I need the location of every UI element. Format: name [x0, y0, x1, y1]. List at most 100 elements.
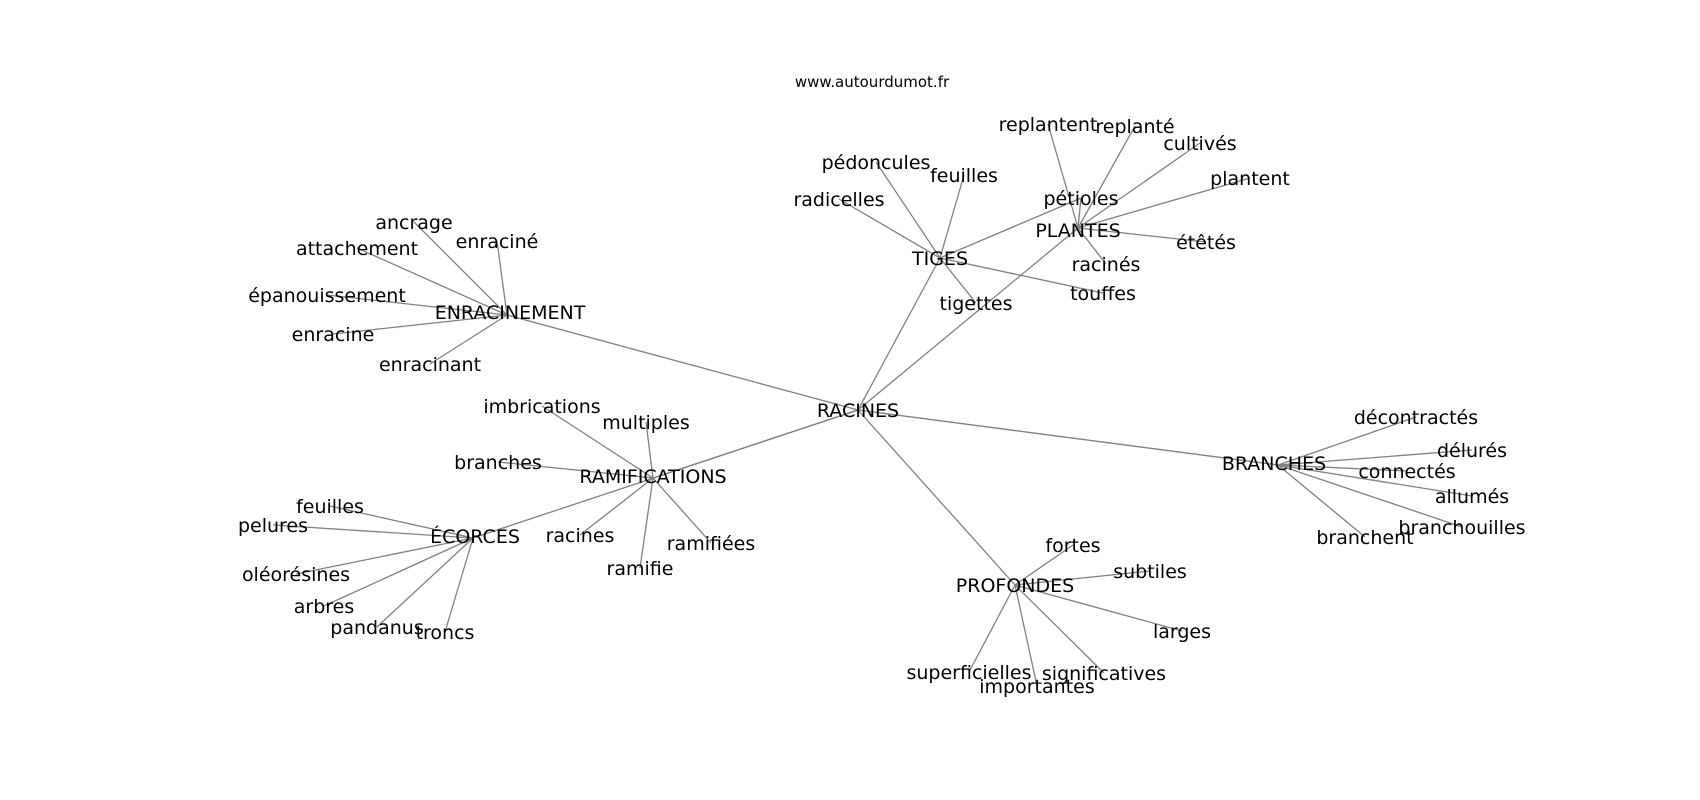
node-label-fortes: fortes	[1045, 535, 1100, 557]
edge-enracinement-enracine	[332, 314, 508, 335]
graph-edges	[272, 123, 1473, 687]
edge-branches_c-branchent	[1277, 464, 1366, 538]
node-label-tiges: TIGES	[911, 248, 968, 270]
edge-tiges-tigettes	[939, 257, 977, 304]
node-label-larges: larges	[1153, 621, 1211, 643]
node-label-branchent: branchent	[1316, 527, 1413, 549]
node-label-arbres: arbres	[294, 596, 355, 618]
edge-ecorces-troncs	[444, 537, 474, 633]
node-label-branchouilles: branchouilles	[1398, 517, 1525, 539]
edge-ramifications-ramifie	[639, 477, 654, 569]
edge-ramifications-racines_r	[579, 477, 654, 536]
edge-branches_c-delures	[1277, 449, 1473, 466]
edge-ecorces-pandanus	[376, 537, 474, 628]
node-label-decontractes: décontractés	[1354, 407, 1478, 429]
node-label-feuilles_t: feuilles	[930, 165, 998, 187]
node-label-multiples: multiples	[602, 412, 690, 434]
edge-ramifications-imbrications	[541, 405, 654, 479]
node-label-radicelles: radicelles	[793, 189, 884, 211]
node-label-delures: délurés	[1437, 440, 1507, 462]
node-label-ramifiees: ramifiées	[667, 533, 756, 555]
edge-enracinement-ancrage	[413, 221, 508, 316]
edge-ecorces-feuilles_e	[329, 505, 474, 539]
node-label-enracine: enracine	[292, 324, 375, 346]
node-label-replante: replanté	[1095, 116, 1174, 138]
node-label-imbrications: imbrications	[483, 396, 600, 418]
node-label-ramifie: ramifie	[607, 558, 674, 580]
edge-racines_c-enracinement	[506, 314, 859, 411]
edge-profondes-significatives	[1014, 584, 1105, 674]
edge-racines_c-tiges	[857, 257, 941, 411]
edge-ecorces-arbres	[323, 537, 474, 607]
node-label-profondes: PROFONDES	[956, 575, 1074, 597]
edge-racines_c-ecorces	[472, 409, 859, 539]
node-label-significatives: significatives	[1042, 663, 1166, 685]
edge-branches_c-decontractes	[1277, 416, 1417, 466]
graph-nodes: RACINES ENRACINEMENT TIGES PLANTES RAMIFICAT…	[238, 114, 1526, 698]
node-label-racines_r: racines	[546, 525, 615, 547]
node-label-etetes: étêtés	[1176, 232, 1236, 254]
node-label-touffes: touffes	[1070, 283, 1136, 305]
edge-tiges-feuilles_t	[939, 174, 965, 259]
edge-tiges-pedoncules	[875, 161, 941, 259]
edge-plantes-racines_p	[1077, 227, 1107, 265]
node-label-ancrage: ancrage	[375, 212, 452, 234]
node-label-epanouissement: épanouissement	[248, 285, 406, 307]
edge-tiges-radicelles	[838, 198, 941, 259]
edge-plantes-cultives	[1077, 142, 1201, 229]
node-label-oleoresines: oléorésines	[242, 564, 350, 586]
edge-tiges-petioles	[939, 197, 1082, 259]
edge-tiges-touffes	[939, 257, 1104, 294]
node-label-petioles: pétioles	[1044, 188, 1119, 210]
edge-plantes-petioles	[1077, 197, 1082, 229]
edge-enracinement-attachement	[356, 247, 508, 316]
edge-ramifications-multiples	[645, 421, 654, 479]
edge-plantes-replante	[1077, 125, 1136, 229]
node-label-enracinant: enracinant	[379, 354, 481, 376]
node-label-racines_p: racinés	[1072, 254, 1141, 276]
node-label-superficielles: superficielles	[906, 662, 1031, 684]
watermark-text: www.autourdumot.fr	[795, 73, 950, 91]
node-label-troncs: troncs	[416, 622, 475, 644]
edge-enracinement-enracinant	[429, 314, 508, 365]
edge-racines_c-profondes	[857, 409, 1016, 586]
node-label-branches_r: branches	[454, 452, 542, 474]
node-label-ramifications: RAMIFICATIONS	[579, 466, 726, 488]
edge-ecorces-pelures	[272, 524, 474, 539]
edge-racines_c-branches_c	[857, 409, 1279, 466]
node-label-pedoncules: pédoncules	[822, 152, 931, 174]
node-label-racines_c: RACINES	[817, 400, 899, 422]
edge-enracinement-epanouissement	[326, 294, 508, 316]
edge-ramifications-branches_r	[497, 461, 654, 479]
edge-branches_c-connectes	[1277, 464, 1408, 472]
edge-branches_c-allumes	[1277, 464, 1473, 497]
node-label-cultives: cultivés	[1163, 133, 1236, 155]
edge-profondes-subtiles	[1014, 570, 1151, 586]
edge-profondes-fortes	[1014, 544, 1074, 586]
node-label-tigettes: tigettes	[940, 293, 1013, 315]
node-label-subtiles: subtiles	[1113, 561, 1187, 583]
edge-ecorces-oleoresines	[295, 537, 474, 575]
node-label-importantes: importantes	[979, 676, 1094, 698]
node-label-enracinement: ENRACINEMENT	[435, 302, 586, 324]
edge-plantes-plantent	[1077, 177, 1251, 229]
edge-branches_c-branchouilles	[1277, 464, 1463, 528]
node-label-attachement: attachement	[296, 238, 418, 260]
node-label-plantes: PLANTES	[1035, 220, 1120, 242]
edge-plantes-etetes	[1077, 227, 1207, 243]
node-label-connectes: connectés	[1358, 461, 1455, 483]
node-label-allumes: allumés	[1435, 486, 1509, 508]
node-label-enracine_acc: enraciné	[456, 231, 539, 253]
edge-profondes-superficielles	[968, 584, 1016, 673]
edge-plantes-replantent	[1047, 123, 1079, 229]
node-label-pelures: pelures	[238, 515, 308, 537]
edge-enracinement-enracine_acc	[496, 240, 508, 316]
node-label-branches_c: BRANCHES	[1222, 453, 1326, 475]
edge-racines_c-plantes	[857, 227, 1079, 411]
node-label-feuilles_e: feuilles	[296, 496, 364, 518]
edge-profondes-larges	[1014, 584, 1183, 632]
edge-ramifications-ramifiees	[652, 477, 712, 544]
node-label-ecorces: ÉCORCES	[430, 525, 520, 548]
edge-profondes-importantes	[1014, 584, 1038, 687]
